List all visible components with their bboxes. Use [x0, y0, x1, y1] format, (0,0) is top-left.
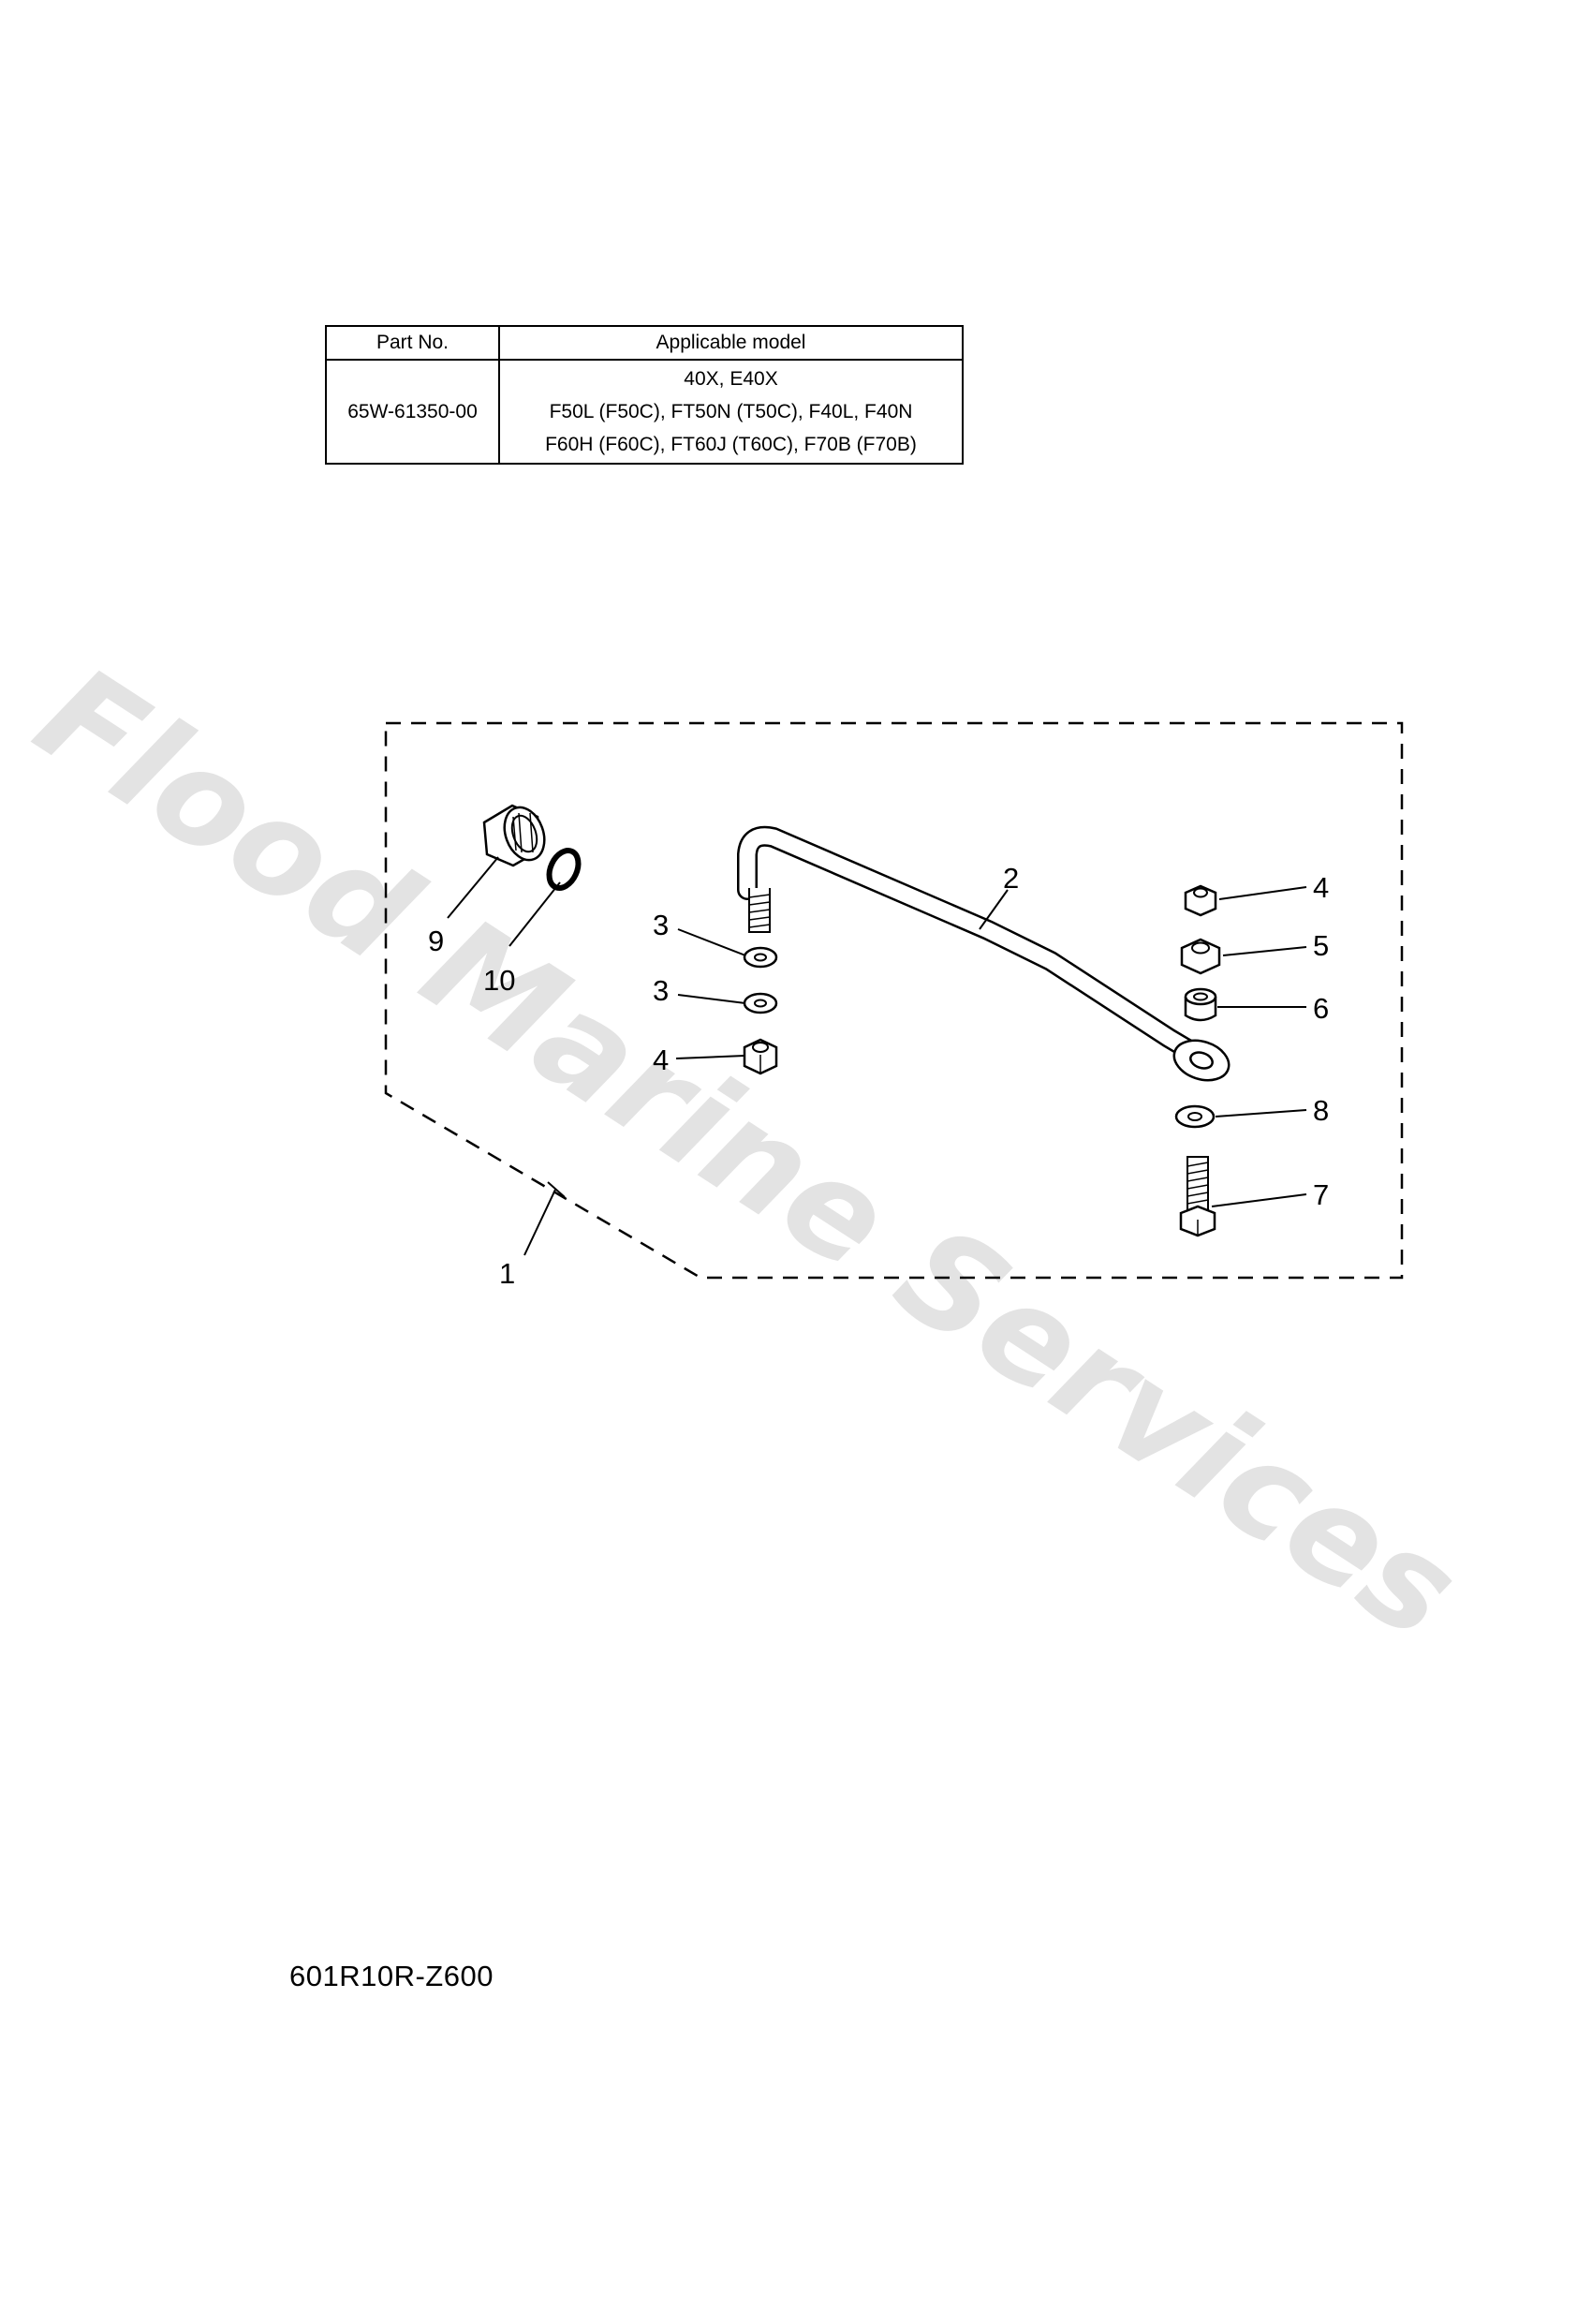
hex-nut-icon: [1180, 938, 1221, 975]
callout-6: 6: [1313, 992, 1329, 1025]
diagram-code: 601R10R-Z600: [289, 1960, 494, 1992]
callout-9: 9: [428, 925, 444, 957]
parts-table: Part No. Applicable model 65W-61350-00 4…: [325, 325, 964, 465]
o-ring-icon: [546, 848, 582, 891]
watermark-text: Flood Marine Services: [10, 637, 1484, 1669]
steering-rod-icon: [737, 825, 1231, 1082]
callout-5: 5: [1313, 929, 1329, 962]
model-line: F50L (F50C), FT50N (T50C), F40L, F40N: [549, 401, 913, 422]
callout-1: 1: [499, 1257, 515, 1290]
applicable-model-cell: 40X, E40X F50L (F50C), FT50N (T50C), F40…: [498, 359, 964, 465]
callout-3: 3: [653, 909, 669, 941]
applicable-model-header: Applicable model: [498, 325, 964, 361]
model-line: 40X, E40X: [684, 368, 778, 390]
model-line: F60H (F60C), FT60J (T60C), F70B (F70B): [545, 434, 917, 455]
part-no-cell: 65W-61350-00: [325, 359, 500, 465]
table-row: 65W-61350-00 40X, E40X F50L (F50C), FT50…: [325, 359, 964, 465]
callout-3: 3: [653, 974, 669, 1007]
callout-2: 2: [1003, 862, 1019, 895]
spacer-icon: [1184, 987, 1217, 1022]
leader-lines: [447, 856, 1307, 1256]
callout-8: 8: [1313, 1094, 1329, 1127]
bolt-icon: [1179, 1156, 1216, 1237]
callout-10: 10: [483, 964, 515, 997]
threaded-fitting-icon: [482, 804, 546, 867]
callout-4: 4: [1313, 871, 1329, 904]
hex-nut-icon: [743, 1038, 778, 1075]
part-no-header: Part No.: [325, 325, 500, 361]
hex-nut-icon: [1184, 884, 1217, 917]
callout-7: 7: [1313, 1178, 1329, 1211]
kit-boundary: [384, 721, 1404, 1280]
callout-4: 4: [653, 1044, 669, 1076]
